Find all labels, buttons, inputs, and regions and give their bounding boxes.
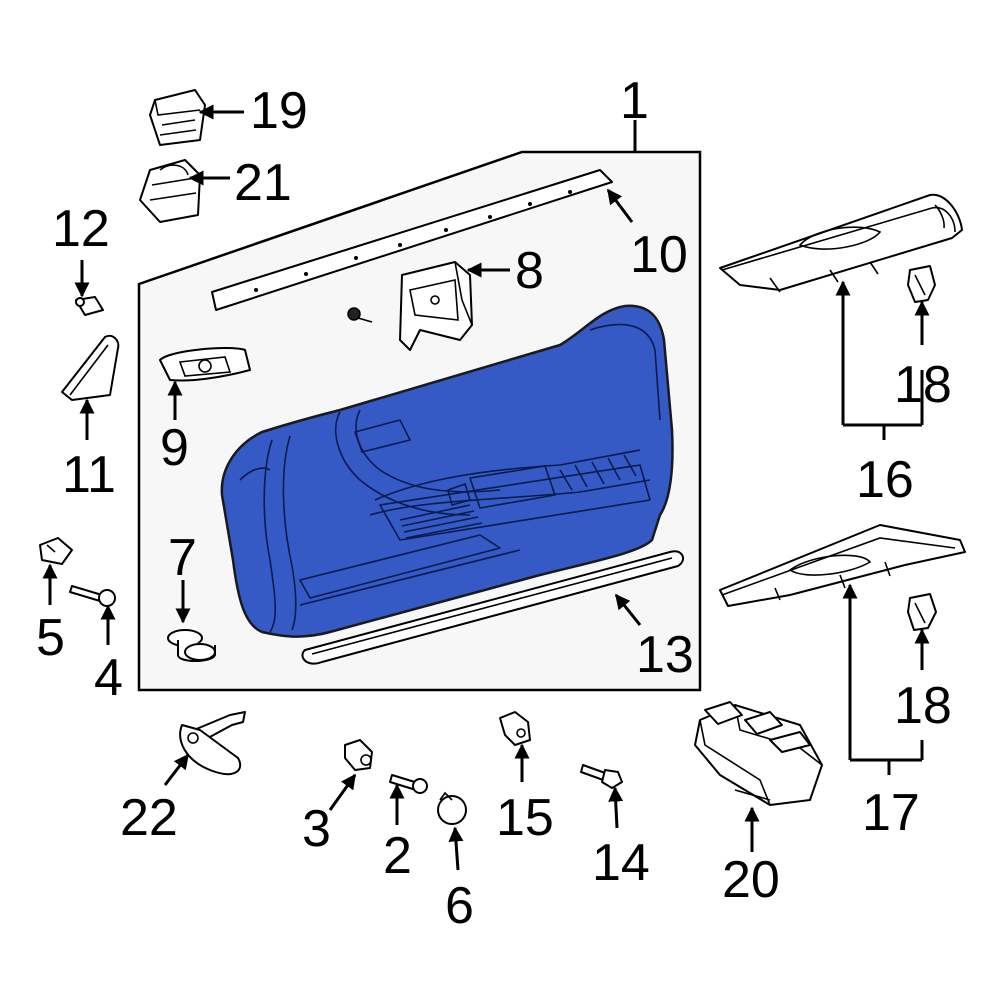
callout-21: 21 <box>234 154 292 212</box>
screw-icon[interactable] <box>69 585 116 607</box>
clip-icon[interactable] <box>907 265 936 303</box>
armrest-icon[interactable] <box>719 193 963 293</box>
screw-icon[interactable] <box>580 764 623 789</box>
clip-icon[interactable] <box>499 711 531 746</box>
callout-19: 19 <box>250 82 308 140</box>
lower-weatherstrip-icon[interactable] <box>301 550 685 665</box>
callout-9: 9 <box>160 419 189 477</box>
corner-trim-icon[interactable] <box>61 334 120 401</box>
switch-icon[interactable] <box>139 159 201 223</box>
callout-8: 8 <box>515 242 544 300</box>
callout-1: 1 <box>620 72 649 130</box>
callout-11: 11 <box>62 446 116 504</box>
callout-16: 16 <box>856 451 914 509</box>
switch-icon[interactable] <box>694 701 823 806</box>
clip-icon[interactable] <box>167 629 216 662</box>
callout-15: 15 <box>496 789 554 847</box>
callout-12: 12 <box>52 200 110 258</box>
callout-10: 10 <box>630 226 688 284</box>
callout-6: 6 <box>445 877 474 935</box>
callout-2: 2 <box>383 827 412 885</box>
door-trim-panel-icon[interactable] <box>220 304 674 638</box>
belt-weatherstrip-icon[interactable] <box>211 169 613 311</box>
push-pin-icon <box>347 307 373 323</box>
callout-3: 3 <box>302 800 331 858</box>
callout-5: 5 <box>36 609 65 667</box>
armrest-icon[interactable] <box>719 524 966 607</box>
clip-icon[interactable] <box>75 296 104 316</box>
callout-7: 7 <box>168 529 197 587</box>
callout-labels: 1 19 21 12 11 5 4 10 8 9 7 13 22 3 2 6 1… <box>36 72 952 935</box>
leader-lines <box>42 104 930 871</box>
callout-18-bottom: 18 <box>894 677 952 735</box>
cap-icon[interactable] <box>437 791 467 825</box>
switch-icon[interactable] <box>149 89 206 146</box>
callout-4: 4 <box>94 649 123 707</box>
callout-22: 22 <box>120 789 178 847</box>
bracket-icon[interactable] <box>399 261 473 351</box>
callout-13: 13 <box>636 626 694 684</box>
stud-icon[interactable] <box>179 711 246 776</box>
callout-17: 17 <box>862 784 920 842</box>
clip-icon[interactable] <box>344 739 373 771</box>
clip-icon[interactable] <box>39 537 73 565</box>
handle-bezel-icon[interactable] <box>159 347 251 382</box>
callout-18-top: 18 <box>894 356 952 414</box>
callout-20: 20 <box>722 851 780 909</box>
screw-icon[interactable] <box>389 774 428 794</box>
callout-14: 14 <box>592 834 650 892</box>
clip-icon[interactable] <box>907 593 937 631</box>
